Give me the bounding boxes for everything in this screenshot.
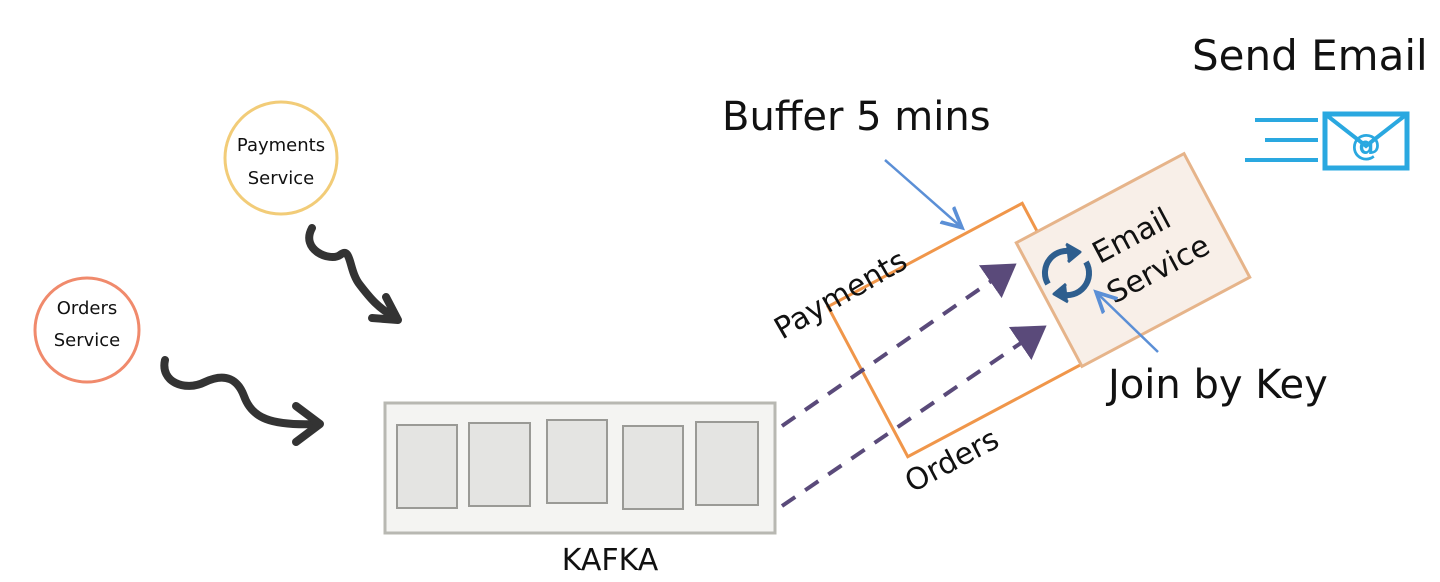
payments-service-node: Payments Service — [223, 100, 339, 216]
payments-to-kafka-arrow — [305, 224, 402, 324]
kafka-topic: KAFKA — [383, 401, 777, 578]
buffer-pointer-arrow — [884, 159, 960, 226]
send-email-annotation: Send Email — [1192, 31, 1428, 80]
payments-stream-arrow — [780, 263, 1017, 428]
kafka-partition — [546, 419, 608, 504]
email-envelope-icon: @ — [1245, 111, 1410, 171]
kafka-label: KAFKA — [562, 543, 659, 578]
kafka-partitions — [396, 419, 759, 510]
orders-to-kafka-arrow — [160, 356, 324, 446]
payments-service-label-line1: Payments — [237, 135, 325, 156]
kafka-partition — [622, 425, 684, 510]
join-annotation: Join by Key — [1105, 362, 1328, 408]
kafka-partition — [695, 421, 759, 506]
buffer-annotation: Buffer 5 mins — [722, 94, 991, 140]
orders-service-label-line1: Orders — [57, 298, 118, 319]
orders-stream-arrow — [780, 325, 1047, 508]
join-pointer-arrow — [1098, 294, 1159, 353]
kafka-partition — [396, 424, 458, 509]
kafka-partition — [468, 422, 531, 507]
payments-service-label-line2: Service — [248, 168, 315, 189]
email-service-box: Email Service — [1014, 151, 1252, 369]
orders-service-label-line2: Service — [54, 330, 121, 351]
at-symbol: @ — [1351, 128, 1381, 163]
sync-icon — [1041, 242, 1093, 304]
orders-service-node: Orders Service — [33, 276, 141, 384]
